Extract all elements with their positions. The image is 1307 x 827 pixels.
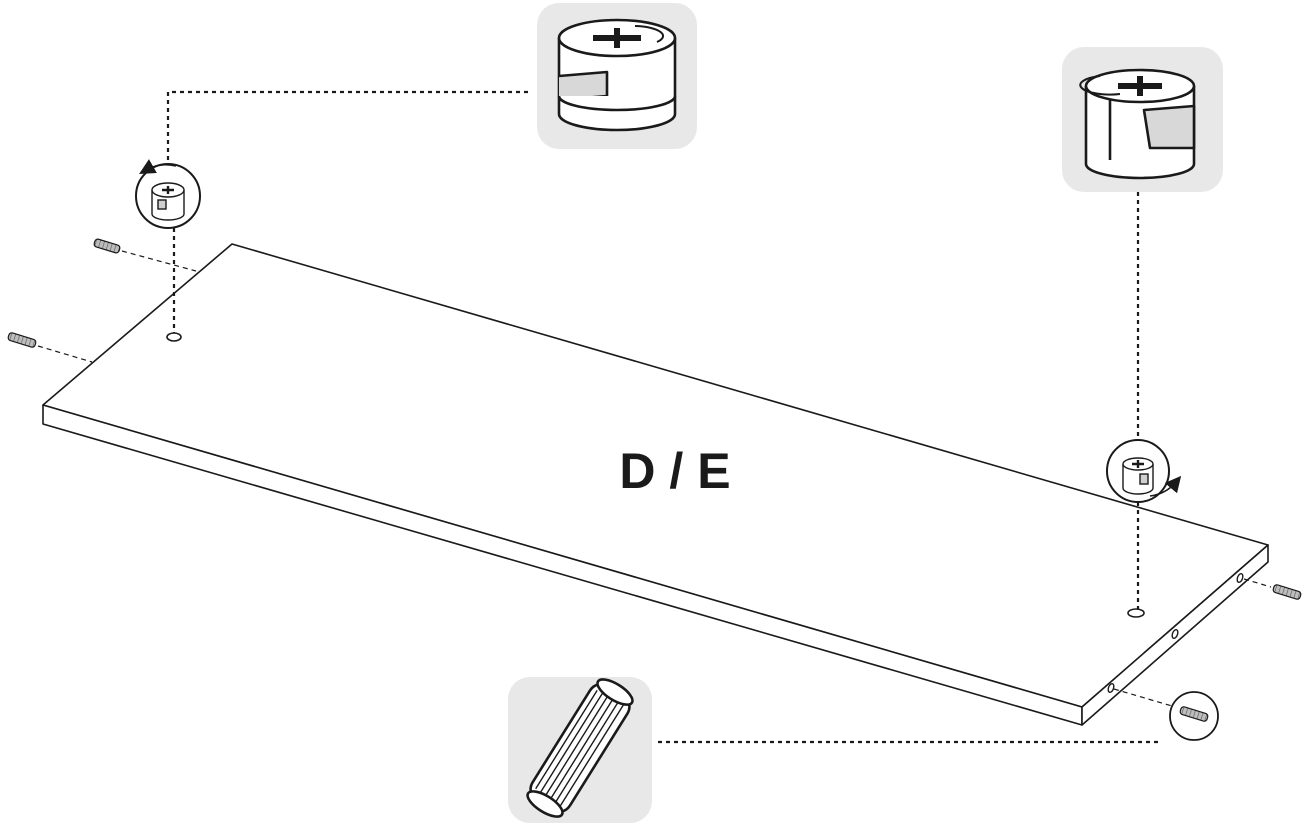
wooden-dowel-icon	[526, 678, 634, 818]
cam-lock-icon	[1122, 457, 1154, 495]
cam-bolt-icon	[1179, 706, 1209, 722]
cam-lock-icon	[1079, 68, 1196, 180]
cam-hole-right	[1127, 608, 1145, 618]
bolt-guide-line	[37, 345, 93, 363]
edge-hole-1	[1236, 572, 1244, 584]
bolt-guide-line	[1113, 688, 1173, 707]
edge-hole-2	[1171, 628, 1179, 640]
cam-lock-callout-left	[135, 3, 697, 333]
bolt-guide-line	[121, 250, 197, 272]
rotation-arrow	[139, 159, 177, 174]
rotation-arrow	[1149, 475, 1182, 497]
edge-holes	[1107, 572, 1244, 694]
panel-label: D / E	[619, 443, 730, 499]
edge-hole-3	[1107, 682, 1115, 694]
bolt-guide-line	[1243, 578, 1272, 588]
cam-lock-icon	[151, 182, 185, 221]
cam-lock-icon	[557, 18, 677, 132]
cam-bolt-icon	[1272, 584, 1302, 600]
cam-hole-left	[166, 332, 182, 342]
cam-lock-callout-right	[1062, 47, 1223, 609]
leader-line	[166, 90, 528, 160]
wooden-dowel-callout	[508, 677, 1160, 823]
cam-bolt-icon	[93, 238, 121, 254]
cam-bolts	[7, 238, 1302, 741]
cam-bolt-icon	[7, 332, 37, 348]
